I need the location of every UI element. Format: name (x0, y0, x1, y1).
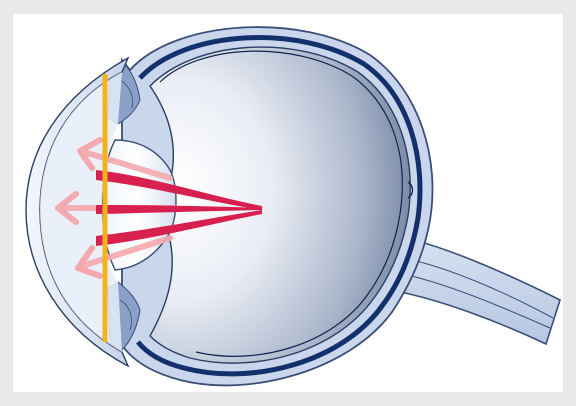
optic-nerve (400, 238, 560, 344)
